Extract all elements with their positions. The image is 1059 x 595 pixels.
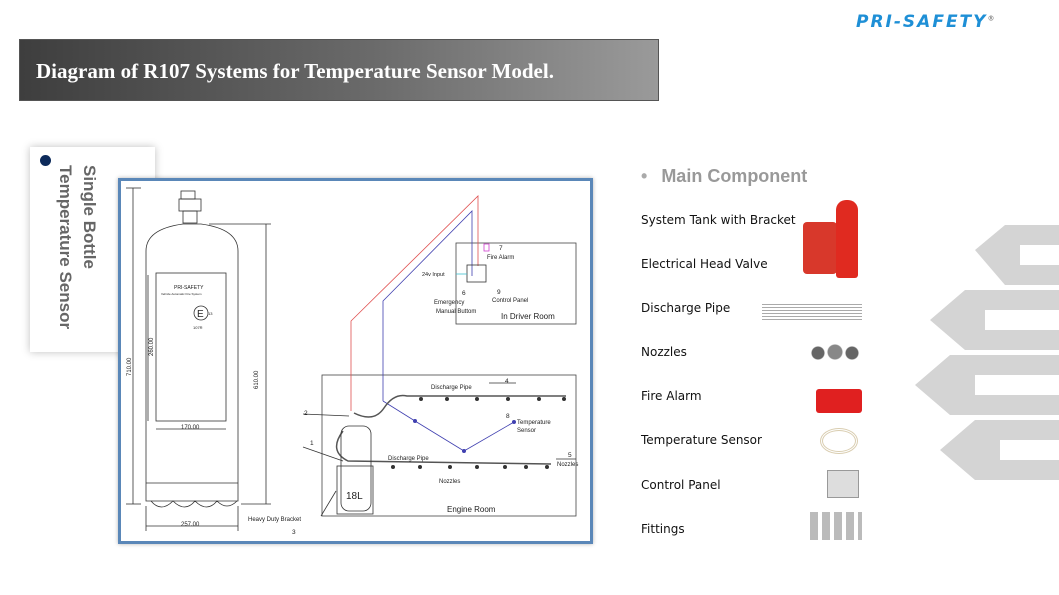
svg-text:Control Panel: Control Panel — [492, 298, 528, 304]
components-heading: •Main Component — [641, 166, 808, 186]
component-label: Control Panel — [641, 478, 721, 492]
svg-text:260.00: 260.00 — [149, 337, 155, 356]
svg-text:107R: 107R — [193, 325, 203, 330]
fittings-image — [810, 512, 862, 540]
page-title: Diagram of R107 Systems for Temperature … — [36, 59, 554, 83]
arrow-icon — [975, 225, 1059, 285]
svg-text:Fire Alarm: Fire Alarm — [487, 255, 514, 261]
svg-text:Heavy Duty Bracket: Heavy Duty Bracket — [248, 517, 301, 523]
svg-text:Nozzles: Nozzles — [439, 479, 460, 485]
svg-text:1: 1 — [310, 440, 314, 447]
svg-text:Sensor: Sensor — [517, 428, 536, 434]
arrow-icon — [940, 420, 1059, 480]
svg-text:Temperature: Temperature — [517, 420, 551, 426]
temperature-sensor-image — [820, 428, 858, 454]
arrow-icon — [915, 355, 1059, 415]
svg-text:5: 5 — [568, 452, 572, 459]
svg-text:Engine Room: Engine Room — [447, 505, 496, 514]
component-label: Fittings — [641, 522, 685, 536]
svg-text:Nozzles: Nozzles — [557, 462, 578, 468]
nozzle-markers — [391, 397, 566, 469]
svg-text:7: 7 — [499, 245, 503, 252]
svg-text:Vehicle Automatic Fire System: Vehicle Automatic Fire System — [161, 292, 202, 296]
svg-text:8: 8 — [506, 413, 510, 420]
fire-alarm-image — [816, 389, 862, 413]
component-label: System Tank with Bracket — [641, 213, 796, 227]
svg-text:170.00: 170.00 — [181, 425, 200, 431]
component-label: Nozzles — [641, 345, 687, 359]
svg-text:9: 9 — [497, 289, 501, 296]
system-diagram: PRI-SAFETY Vehicle Automatic Fire System… — [118, 178, 593, 544]
svg-text:4: 4 — [505, 378, 509, 385]
svg-text:18L: 18L — [346, 491, 363, 502]
svg-text:E: E — [197, 309, 204, 320]
component-label: Electrical Head Valve — [641, 257, 768, 271]
arrow-icon — [930, 290, 1059, 350]
diagram-svg: PRI-SAFETY Vehicle Automatic Fire System… — [126, 187, 578, 536]
tank-bracket-image — [803, 222, 837, 274]
wiring — [302, 195, 577, 517]
svg-text:13: 13 — [208, 311, 213, 316]
svg-text:Discharge Pipe: Discharge Pipe — [388, 456, 429, 462]
svg-text:3: 3 — [292, 529, 296, 536]
component-label: Fire Alarm — [641, 389, 702, 403]
svg-text:6: 6 — [462, 290, 466, 297]
component-label: Discharge Pipe — [641, 301, 731, 315]
bullet-dot — [40, 155, 51, 166]
nozzles-image — [808, 343, 860, 363]
brand-logo: PRI-SAFETY® — [856, 12, 997, 32]
svg-text:2: 2 — [304, 410, 308, 417]
svg-text:610.00: 610.00 — [254, 370, 260, 389]
discharge-pipe-image — [762, 304, 862, 320]
svg-text:710.00: 710.00 — [127, 357, 133, 376]
svg-text:Manual Buttom: Manual Buttom — [436, 309, 476, 315]
svg-text:Discharge Pipe: Discharge Pipe — [431, 385, 472, 391]
large-tank-drawing — [126, 187, 271, 531]
extinguisher-image — [836, 200, 858, 278]
svg-text:24v Input: 24v Input — [422, 272, 445, 278]
svg-text:Emergency: Emergency — [434, 300, 464, 306]
control-panel-image — [827, 470, 859, 498]
svg-text:In Driver Room: In Driver Room — [501, 312, 555, 321]
component-label: Temperature Sensor — [641, 433, 762, 447]
decorative-arrows — [915, 225, 1059, 480]
title-banner: Diagram of R107 Systems for Temperature … — [19, 39, 659, 101]
tank-brand: PRI-SAFETY — [174, 285, 204, 291]
svg-text:257.00: 257.00 — [181, 522, 200, 528]
